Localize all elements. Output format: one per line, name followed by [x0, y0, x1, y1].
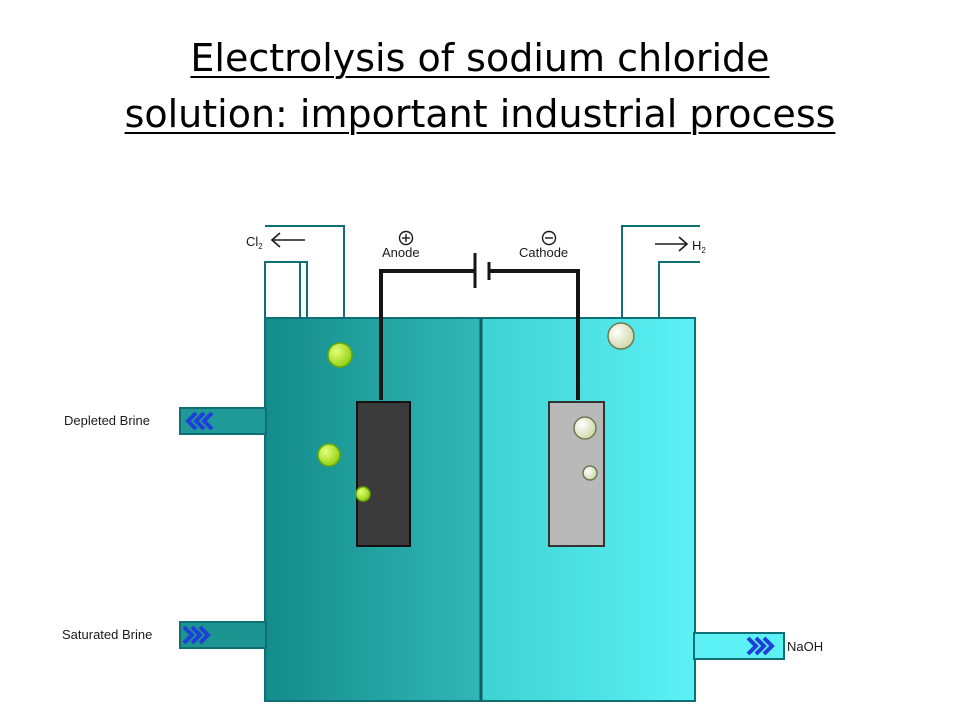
- negative-terminal-icon: [541, 230, 557, 246]
- anode-electrode: [356, 401, 411, 547]
- depleted-brine-pipe: [179, 407, 267, 435]
- chlorine-label: Cl2: [246, 234, 263, 251]
- positive-terminal-icon: [398, 230, 414, 246]
- hydrogen-bubble: [573, 416, 597, 440]
- chlorine-bubble: [317, 443, 341, 467]
- title-line-2: solution: important industrial process: [124, 92, 836, 136]
- chlorine-out-arrow-icon: [270, 232, 305, 248]
- chlorine-bubble: [355, 486, 371, 502]
- saturated-brine-arrow-icon: [182, 625, 211, 645]
- depleted-brine-label: Depleted Brine: [64, 413, 150, 428]
- saturated-brine-label: Saturated Brine: [62, 627, 152, 642]
- depleted-brine-arrow-icon: [185, 411, 214, 431]
- naoh-label: NaOH: [787, 639, 823, 654]
- slide-title: Electrolysis of sodium chloride solution…: [0, 30, 960, 142]
- naoh-outlet-pipe: [693, 632, 785, 660]
- circuit-wire: [379, 269, 580, 400]
- hydrogen-outlet-duct: [621, 225, 700, 318]
- hydrogen-bubble: [607, 322, 635, 350]
- hydrogen-out-arrow-icon: [655, 236, 689, 252]
- chlorine-outlet-duct: [264, 261, 308, 318]
- chlorine-outlet-duct-outer: [265, 225, 345, 318]
- chlorine-bubble: [327, 342, 353, 368]
- title-line-1: Electrolysis of sodium chloride: [190, 36, 770, 80]
- naoh-arrow-icon: [746, 636, 775, 656]
- hydrogen-label: H2: [692, 238, 706, 255]
- anode-label: Anode: [382, 245, 420, 260]
- hydrogen-bubble: [582, 465, 598, 481]
- cathode-label: Cathode: [519, 245, 568, 260]
